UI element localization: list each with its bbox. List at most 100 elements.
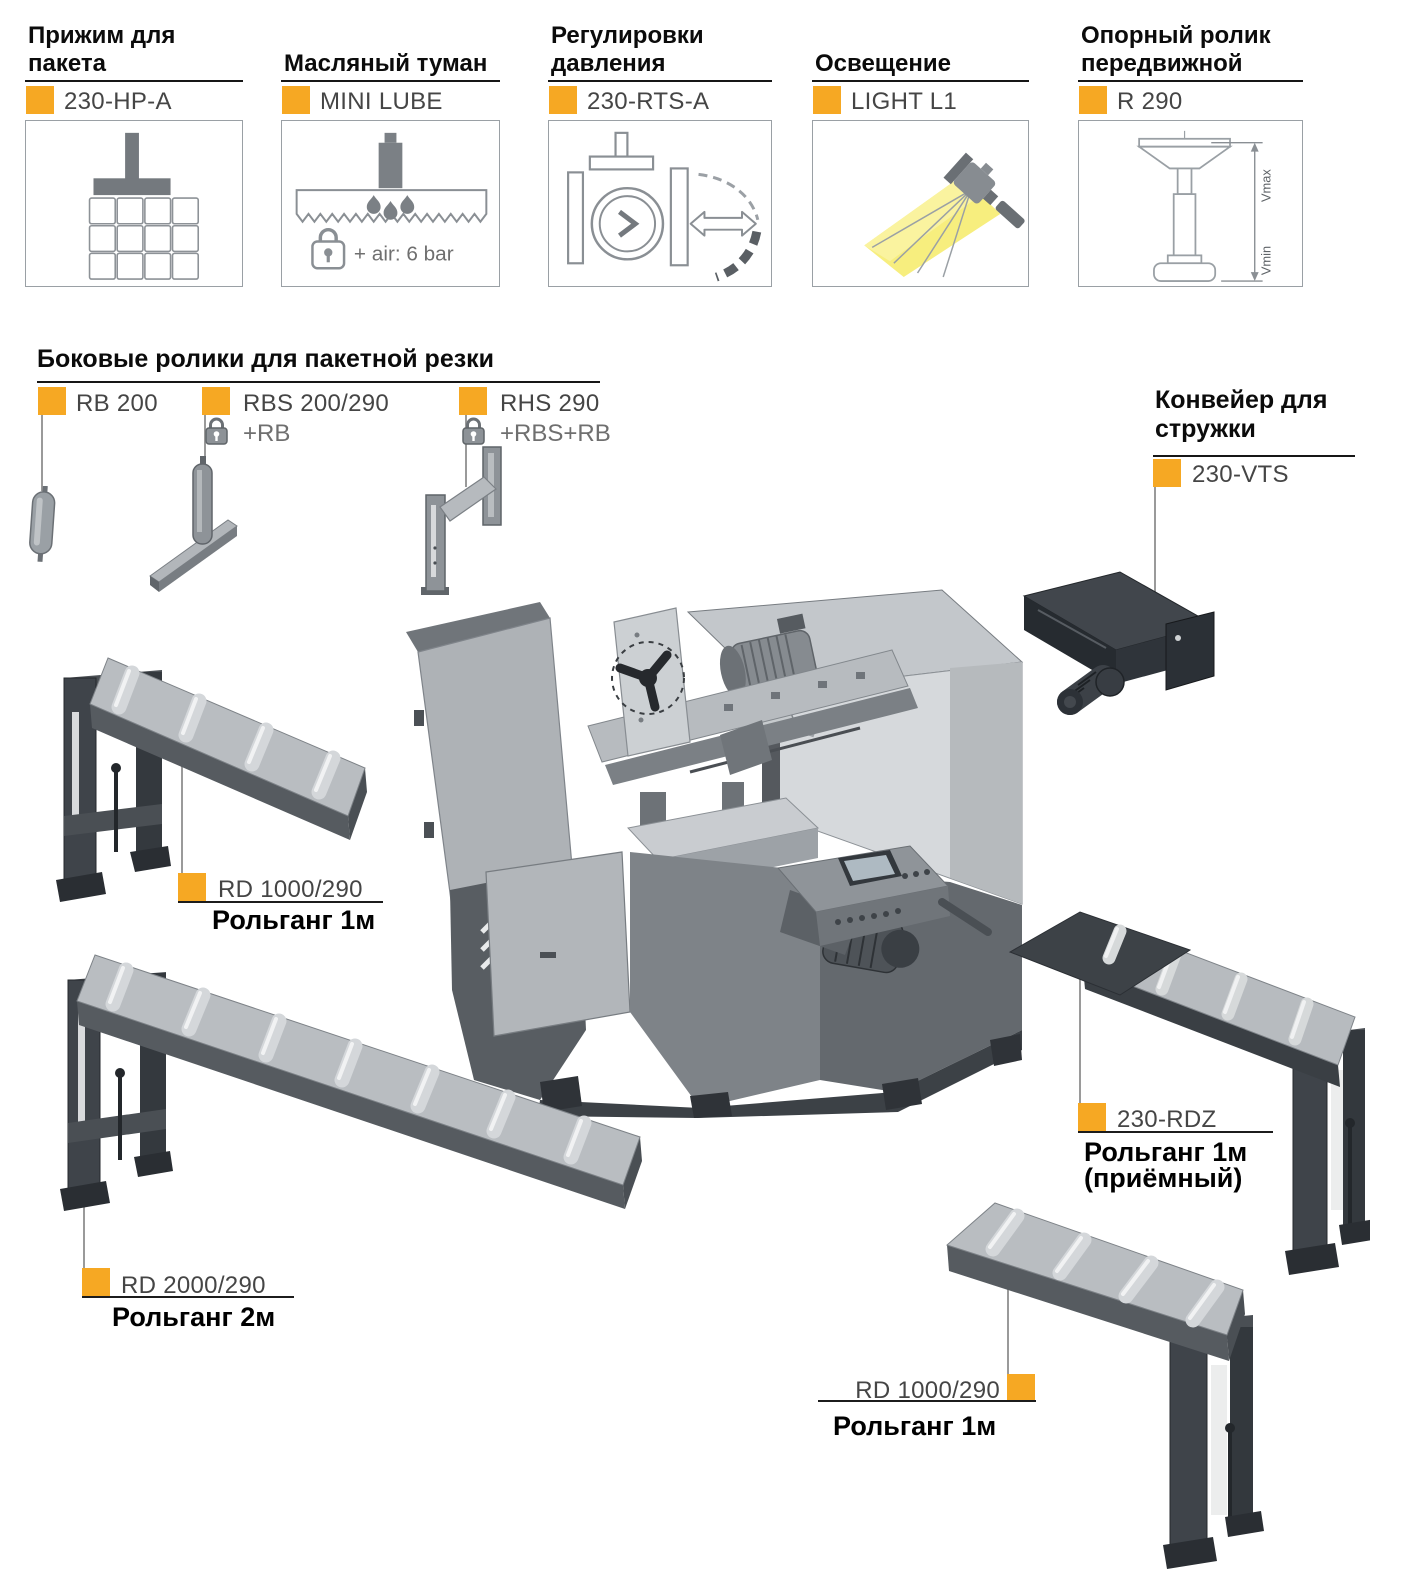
option-title-line2: передвижной	[1081, 50, 1243, 77]
option-card-light: Освещение LIGHT L1	[812, 0, 1029, 287]
option-title-line2: пакета	[28, 50, 106, 77]
option-code: LIGHT L1	[851, 88, 958, 115]
accent-square	[202, 387, 230, 415]
side-roller-rbs-illustration	[149, 456, 238, 592]
title-underline	[548, 80, 772, 82]
option-title: Освещение	[815, 50, 951, 78]
lock-icon	[205, 417, 228, 445]
roller-table-1m-illustration	[946, 1202, 1264, 1569]
leader-line	[204, 415, 206, 465]
support-roller-icon: Vmax Vmin	[1136, 130, 1274, 282]
side-roller-rhs-illustration	[421, 446, 502, 595]
bandsaw-machine-illustration	[406, 589, 1024, 1118]
pressure-adjust-icon	[567, 131, 762, 282]
oil-drops-icon	[366, 195, 415, 220]
work-light-icon	[864, 152, 1025, 278]
side-roller-code: RHS 290	[500, 390, 600, 417]
option-title: Регулировки давления	[551, 22, 704, 78]
chip-conveyor-title: Конвейер для стружки	[1155, 386, 1327, 444]
accent-square	[82, 1268, 110, 1296]
accent-square	[813, 86, 841, 114]
vmin-label: Vmin	[1259, 246, 1274, 275]
accent-square	[1007, 1374, 1035, 1402]
title-underline	[812, 80, 1029, 82]
accent-square	[1079, 86, 1107, 114]
option-illustration-frame: + air: 6 bar	[281, 120, 500, 287]
label-underline	[178, 901, 383, 903]
oil-mist-icon: + air: 6 bar	[295, 132, 488, 270]
option-illustration-frame	[25, 120, 243, 287]
blade-handwheel-icon	[611, 641, 685, 715]
option-title: Прижим для пакета	[28, 22, 175, 78]
roller-table-1m-illustration	[56, 657, 367, 902]
leader-line	[41, 415, 43, 491]
leader-line	[1007, 1257, 1009, 1375]
leader-line	[1154, 487, 1156, 642]
title-underline	[1078, 80, 1303, 82]
accent-square	[549, 86, 577, 114]
label-underline	[82, 1296, 294, 1298]
chip-conveyor-code: 230-VTS	[1192, 461, 1289, 488]
lock-icon	[311, 228, 346, 270]
chip-conveyor-title-line1: Конвейер для	[1155, 386, 1328, 414]
option-card-bundle-clamp: Прижим для пакета 230-HP-A	[25, 0, 243, 287]
table-code: 230-RDZ	[1117, 1106, 1217, 1133]
lock-icon	[462, 417, 485, 445]
option-card-pressure-adjust: Регулировки давления 230-RTS-A	[548, 0, 772, 287]
double-arrow-icon	[689, 210, 757, 237]
accent-square	[459, 387, 487, 415]
receiving-roller-table-illustration	[1008, 911, 1370, 1275]
accent-square	[1153, 459, 1181, 487]
accent-square	[1078, 1103, 1106, 1131]
roller-table-2m-illustration	[60, 954, 642, 1211]
accent-square	[38, 387, 66, 415]
chip-conveyor-title-line2: стружки	[1155, 415, 1256, 443]
leader-line	[83, 1180, 85, 1268]
leader-line	[1079, 933, 1081, 1103]
side-roller-extra: +RBS+RB	[500, 420, 611, 447]
leader-line	[465, 415, 467, 487]
option-illustration-frame	[548, 120, 772, 287]
bundle-clamp-icon	[88, 132, 200, 280]
table-code: RD 1000/290	[855, 1377, 1000, 1404]
option-title: Опорный ролик передвижной	[1081, 22, 1271, 78]
option-illustration-frame	[812, 120, 1029, 287]
title-underline	[281, 80, 500, 82]
title-underline	[25, 80, 243, 82]
option-code: 230-RTS-A	[587, 88, 710, 115]
side-roller-rb-illustration	[29, 486, 56, 562]
option-title-line1: Масляный туман	[284, 50, 488, 77]
option-code: MINI LUBE	[320, 88, 443, 115]
vmax-label: Vmax	[1259, 169, 1274, 202]
accent-square	[178, 873, 206, 901]
side-roller-extra: +RB	[243, 420, 291, 447]
table-code: RD 2000/290	[121, 1272, 266, 1299]
label-underline	[1078, 1131, 1273, 1133]
leader-line	[181, 737, 183, 873]
section-underline	[37, 381, 600, 383]
option-code: 230-HP-A	[64, 88, 172, 115]
chip-conveyor-illustration	[1022, 571, 1215, 715]
accent-square	[26, 86, 54, 114]
option-title-line1: Освещение	[815, 50, 951, 77]
option-title-line1: Опорный ролик	[1081, 22, 1271, 49]
option-title: Масляный туман	[284, 50, 487, 78]
option-title-line1: Прижим для	[28, 22, 176, 49]
table-name-note: (приёмный)	[1084, 1163, 1243, 1193]
accent-square	[282, 86, 310, 114]
side-roller-code: RB 200	[76, 390, 158, 417]
option-illustration-frame: Vmax Vmin	[1078, 120, 1303, 287]
option-title-line2: давления	[551, 50, 666, 77]
table-code: RD 1000/290	[218, 876, 363, 903]
option-title-line1: Регулировки	[551, 22, 704, 49]
air-pressure-note: + air: 6 bar	[354, 242, 454, 265]
option-code: R 290	[1117, 88, 1183, 115]
table-name: Рольганг 1м	[1084, 1137, 1248, 1167]
chip-conveyor-underline	[1153, 455, 1355, 457]
option-card-support-roller: Опорный ролик передвижной R 290	[1078, 0, 1303, 287]
option-card-oil-mist: Масляный туман MINI LUBE + air:	[281, 0, 500, 287]
table-name: Рольганг 1м	[833, 1411, 997, 1441]
table-name: Рольганг 1м	[212, 905, 376, 935]
label-underline	[818, 1400, 1036, 1402]
